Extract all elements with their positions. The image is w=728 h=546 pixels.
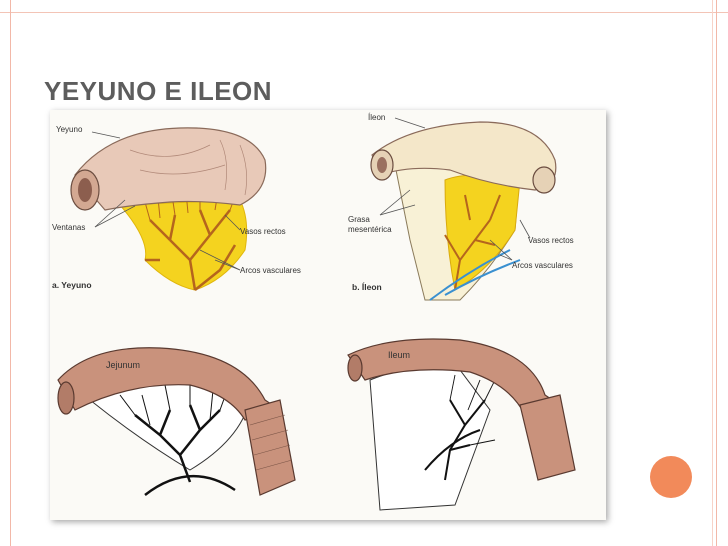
label-mesenterica: mesentérica xyxy=(348,225,392,234)
panel-c-jejunum: Jejunum xyxy=(57,347,296,496)
accent-circle xyxy=(650,456,692,498)
label-vasos-rectos-b: Vasos rectos xyxy=(528,236,574,245)
caption-a: a. Yeyuno xyxy=(52,280,92,290)
panel-b-ileon: Íleon Grasa mesentérica Vasos rectos Arc… xyxy=(348,113,574,301)
label-arcos-a: Arcos vasculares xyxy=(240,266,301,275)
slide-frame-left xyxy=(10,0,11,546)
slide-top-rule xyxy=(0,12,728,13)
panel-d-ileum: Ileum xyxy=(347,338,576,511)
anatomy-figure: Yeyuno Ventanas Vasos rectos Arcos vascu… xyxy=(50,110,606,520)
label-grasa: Grasa xyxy=(348,215,370,224)
label-ventanas: Ventanas xyxy=(52,223,85,232)
label-yeyuno: Yeyuno xyxy=(56,125,83,134)
label-ileon: Íleon xyxy=(368,113,385,122)
label-jejunum: Jejunum xyxy=(106,360,140,370)
label-vasos-rectos-a: Vasos rectos xyxy=(240,227,286,236)
slide-title: YEYUNO E ILEON xyxy=(44,76,273,106)
panel-a-yeyuno: Yeyuno Ventanas Vasos rectos Arcos vascu… xyxy=(52,125,301,291)
caption-b: b. Íleon xyxy=(352,282,382,292)
slide-frame-right-inner xyxy=(712,0,713,546)
label-arcos-b: Arcos vasculares xyxy=(512,261,573,270)
anatomy-illustration: Yeyuno Ventanas Vasos rectos Arcos vascu… xyxy=(52,113,576,511)
label-ileum: Ileum xyxy=(388,350,410,360)
slide-frame-right xyxy=(716,0,717,546)
